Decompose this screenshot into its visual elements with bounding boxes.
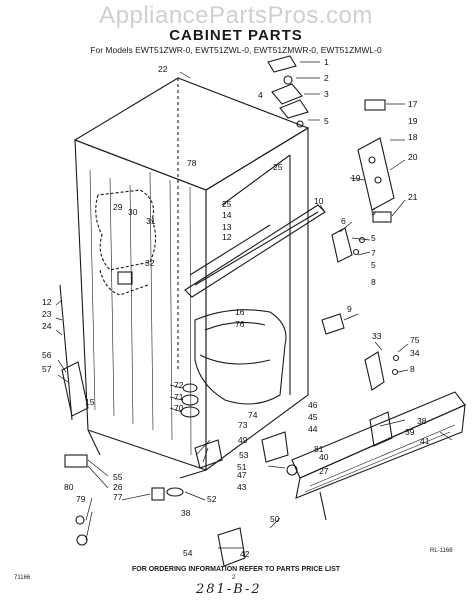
bottom-right-hinge [364,351,400,391]
side-hatching [89,169,192,456]
callout-17: 17 [408,99,418,109]
callout-71: 71 [174,392,184,402]
callout-3: 3 [324,89,329,99]
callout-80: 80 [64,482,74,492]
callout-25: 25 [222,199,232,209]
callout-7: 7 [371,248,376,258]
callout-41: 41 [420,436,430,446]
callout-72: 72 [174,380,184,390]
callout-5: 5 [371,260,376,270]
callout-29: 29 [113,202,123,212]
callout-5: 5 [371,207,376,217]
callout-42: 42 [240,549,250,559]
callout-74: 74 [248,410,258,420]
liner-bottom [194,309,287,405]
small-parts [64,383,393,567]
top-hinge-parts [267,55,309,128]
callout-77: 77 [113,492,123,502]
callout-16: 16 [235,307,245,317]
callout-51: 51 [237,462,247,472]
callout-47: 47 [237,470,247,480]
handwritten-note: 281-B-2 [196,582,262,597]
callout-5: 5 [371,233,376,243]
callout-23: 23 [42,309,52,319]
leader-lines [55,61,453,549]
callout-53: 53 [239,450,249,460]
callout-43: 43 [237,482,247,492]
callout-1: 1 [324,57,329,67]
callout-33: 33 [372,331,382,341]
callout-40: 40 [319,452,329,462]
callout-78: 78 [187,158,197,168]
callout-9: 9 [347,304,352,314]
callout-54: 54 [183,548,193,558]
callout-45: 45 [308,412,318,422]
callout-10: 10 [314,196,324,206]
callout-26: 26 [113,482,123,492]
callout-6: 6 [341,216,346,226]
models-line: For Models EWT51ZWR-0, EWT51ZWL-0, EWT51… [90,45,382,55]
callout-38: 38 [417,416,427,426]
callout-12: 12 [222,232,232,242]
callout-32: 32 [145,258,155,268]
callout-30: 30 [128,207,138,217]
callout-8: 8 [410,364,415,374]
callout-55: 55 [113,472,123,482]
callout-57: 57 [42,364,52,374]
callout-5: 5 [324,116,329,126]
callout-31: 31 [146,216,156,226]
callout-44: 44 [308,424,318,434]
left-code: 71166 [14,575,31,581]
callout-25: 25 [273,162,283,172]
callout-50: 50 [270,514,280,524]
callout-20: 20 [408,152,418,162]
callout-8: 8 [371,277,376,287]
callout-75: 75 [410,335,420,345]
callout-76: 76 [235,319,245,329]
callout-27: 27 [319,466,329,476]
callout-39: 39 [405,427,415,437]
callout-14: 14 [222,210,232,220]
left-dashed-cutout [95,189,157,296]
callout-12: 12 [42,297,52,307]
cabinet-shell [73,77,310,479]
callout-81: 81 [314,444,324,454]
callout-24: 24 [42,321,52,331]
callout-21: 21 [408,192,418,202]
callout-52: 52 [207,494,217,504]
watermark: AppliancePartsPros.com [99,2,373,29]
callout-46: 46 [308,400,318,410]
callout-22: 22 [158,64,168,74]
callout-34: 34 [410,348,420,358]
right-hinge-bracket [357,99,395,223]
callout-4: 4 [258,90,263,100]
left-controls [59,271,133,421]
callout-79: 79 [76,494,86,504]
diagram-title: CABINET PARTS [169,27,303,44]
callout-13: 13 [222,222,232,232]
callout-56: 56 [42,350,52,360]
callout-18: 18 [408,132,418,142]
callout-70: 70 [174,403,184,413]
callout-49: 49 [238,435,248,445]
middle-hinge-parts [321,227,366,335]
page-number: 2 [232,575,236,581]
grille [291,391,466,499]
figure-code: RL-1166 [430,548,453,554]
callout-19: 19 [351,173,361,183]
callout-38: 38 [181,508,191,518]
callout-2: 2 [324,73,329,83]
callout-15: 15 [85,397,95,407]
callout-73: 73 [238,420,248,430]
callout-19: 19 [408,116,418,126]
ordering-note: FOR ORDERING INFORMATION REFER TO PARTS … [131,566,341,573]
